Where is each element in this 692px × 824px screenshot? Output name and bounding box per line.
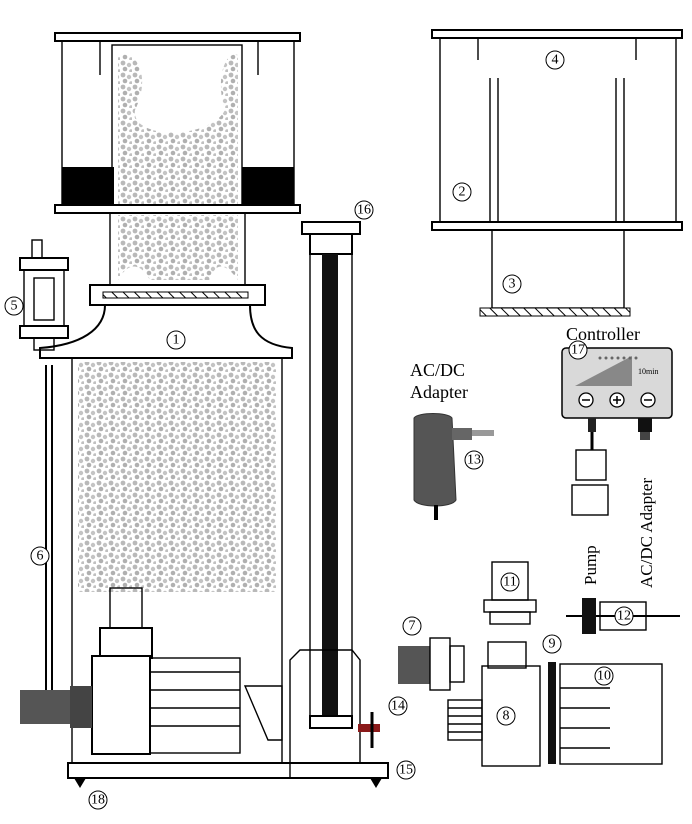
controller xyxy=(561,347,673,516)
callout-10: 10 xyxy=(594,666,614,686)
callout-2: 2 xyxy=(452,182,472,202)
callout-9: 9 xyxy=(542,634,562,654)
skimmer-body xyxy=(39,304,293,764)
base-plate xyxy=(67,762,389,788)
adapter-label-line1: AC/DC xyxy=(410,360,465,380)
callout-18: 18 xyxy=(88,790,108,810)
callout-1: 1 xyxy=(166,330,186,350)
svg-text:2: 2 xyxy=(459,185,466,200)
callout-13: 13 xyxy=(464,450,484,470)
ac-dc-adapter xyxy=(413,413,494,520)
svg-text:10: 10 xyxy=(597,669,611,684)
pump-top-cap xyxy=(483,561,537,625)
svg-text:7: 7 xyxy=(409,619,416,634)
air-tube xyxy=(45,365,53,700)
svg-text:4: 4 xyxy=(552,53,559,68)
svg-text:18: 18 xyxy=(91,793,105,808)
pump-label: Pump xyxy=(581,545,600,585)
callout-7: 7 xyxy=(402,616,422,636)
callout-11: 11 xyxy=(500,572,520,592)
svg-text:5: 5 xyxy=(11,299,18,314)
callout-12: 12 xyxy=(614,606,634,626)
adapter-label-line2: Adapter xyxy=(410,382,468,402)
svg-text:8: 8 xyxy=(503,709,510,724)
svg-text:11: 11 xyxy=(503,575,516,590)
svg-text:9: 9 xyxy=(549,637,556,652)
callout-8: 8 xyxy=(496,706,516,726)
svg-text:3: 3 xyxy=(509,277,516,292)
svg-text:13: 13 xyxy=(467,453,481,468)
skimmer-neck xyxy=(89,212,266,306)
callout-3: 3 xyxy=(502,274,522,294)
impeller-housing xyxy=(447,641,541,767)
svg-text:14: 14 xyxy=(391,699,405,714)
svg-text:1: 1 xyxy=(173,333,180,348)
svg-text:17: 17 xyxy=(571,343,585,358)
collection-cup-exploded xyxy=(431,29,683,317)
callout-5: 5 xyxy=(4,296,24,316)
adapter-vertical-label: AC/DC Adapter xyxy=(637,478,656,588)
svg-text:16: 16 xyxy=(357,203,371,218)
callout-6: 6 xyxy=(30,546,50,566)
o-ring xyxy=(548,662,556,764)
gate-valve xyxy=(358,712,380,748)
svg-text:6: 6 xyxy=(37,549,44,564)
recirculation-tube xyxy=(243,221,361,764)
air-inlet-connector xyxy=(398,637,465,691)
callout-15: 15 xyxy=(396,760,416,780)
timer-label: 10min xyxy=(638,367,658,376)
collection-cup xyxy=(54,32,301,214)
motor-block xyxy=(559,663,663,765)
needle-wheel-pump xyxy=(20,587,241,755)
svg-text:12: 12 xyxy=(617,609,631,624)
svg-text:15: 15 xyxy=(399,763,413,778)
callout-14: 14 xyxy=(388,696,408,716)
controller-label: Controller xyxy=(566,324,640,344)
callout-17: 17 xyxy=(568,340,588,360)
callout-16: 16 xyxy=(354,200,374,220)
air-silencer xyxy=(19,239,69,351)
callout-4: 4 xyxy=(545,50,565,70)
